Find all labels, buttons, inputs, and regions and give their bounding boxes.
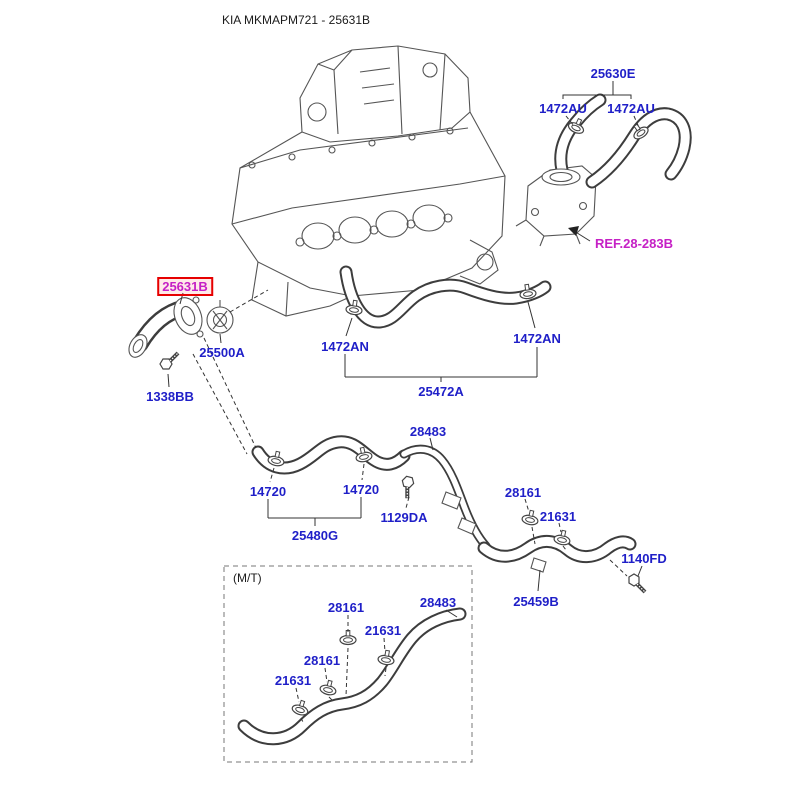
part-label-28161[interactable]: 28161 xyxy=(504,485,542,500)
part-label-1129DA[interactable]: 1129DA xyxy=(380,510,428,525)
mt-section-label: (M/T) xyxy=(233,571,262,585)
clamp-28161-icon xyxy=(318,678,339,697)
part-label-25472A[interactable]: 25472A xyxy=(418,384,464,399)
part-label-25480G[interactable]: 25480G xyxy=(291,528,339,543)
mt-hose-28483-drawing xyxy=(237,607,467,746)
water-inlet-25631B-drawing xyxy=(128,296,204,358)
hose-25480G-drawing xyxy=(251,435,411,475)
part-label-28161[interactable]: 28161 xyxy=(327,600,365,615)
part-label-28483[interactable]: 28483 xyxy=(419,595,457,610)
clamp-1472AN-icon xyxy=(518,282,538,301)
hose-25472A-drawing xyxy=(339,265,552,329)
part-label-1472AN[interactable]: 1472AN xyxy=(321,339,369,354)
part-label-1472AN[interactable]: 1472AN xyxy=(513,331,561,346)
clamp-28161-icon xyxy=(339,629,357,646)
part-label-14720[interactable]: 14720 xyxy=(342,482,380,497)
part-label-25630E[interactable]: 25630E xyxy=(590,66,636,81)
part-label-ref-28-283B[interactable]: REF.28-283B xyxy=(594,236,674,251)
pipe-28483-drawing xyxy=(399,444,491,551)
part-label-21631[interactable]: 21631 xyxy=(274,673,312,688)
hose-25459B-drawing xyxy=(477,535,637,573)
leader-lines xyxy=(167,81,643,723)
part-label-14720[interactable]: 14720 xyxy=(249,484,287,499)
part-label-25631B-highlighted[interactable]: 25631B xyxy=(157,277,213,296)
diagram-title: KIA MKMAPM721 - 25631B xyxy=(221,13,371,27)
part-label-1140FD[interactable]: 1140FD xyxy=(621,551,667,566)
bolt-1129DA-icon xyxy=(396,474,420,498)
part-label-28483[interactable]: 28483 xyxy=(409,424,447,439)
thermostat-25500A-drawing xyxy=(206,300,234,334)
mt-section-box xyxy=(223,565,473,763)
ref-arrowhead xyxy=(568,226,579,236)
part-label-21631[interactable]: 21631 xyxy=(364,623,402,638)
part-label-25459B[interactable]: 25459B xyxy=(513,594,559,609)
upper-hoses-25630E-drawing xyxy=(541,93,692,189)
part-label-25500A[interactable]: 25500A xyxy=(199,345,245,360)
part-label-28161[interactable]: 28161 xyxy=(303,653,341,668)
clamp-28161-icon xyxy=(520,508,541,527)
part-label-1472AU[interactable]: 1472AU xyxy=(539,101,587,116)
part-label-1472AU[interactable]: 1472AU xyxy=(607,101,655,116)
bolt-1140FD-icon xyxy=(627,572,647,594)
part-label-1338BB[interactable]: 1338BB xyxy=(146,389,194,404)
bolt-1338BB-icon xyxy=(158,351,180,371)
engine-drawing xyxy=(231,45,506,317)
part-label-21631[interactable]: 21631 xyxy=(539,509,577,524)
